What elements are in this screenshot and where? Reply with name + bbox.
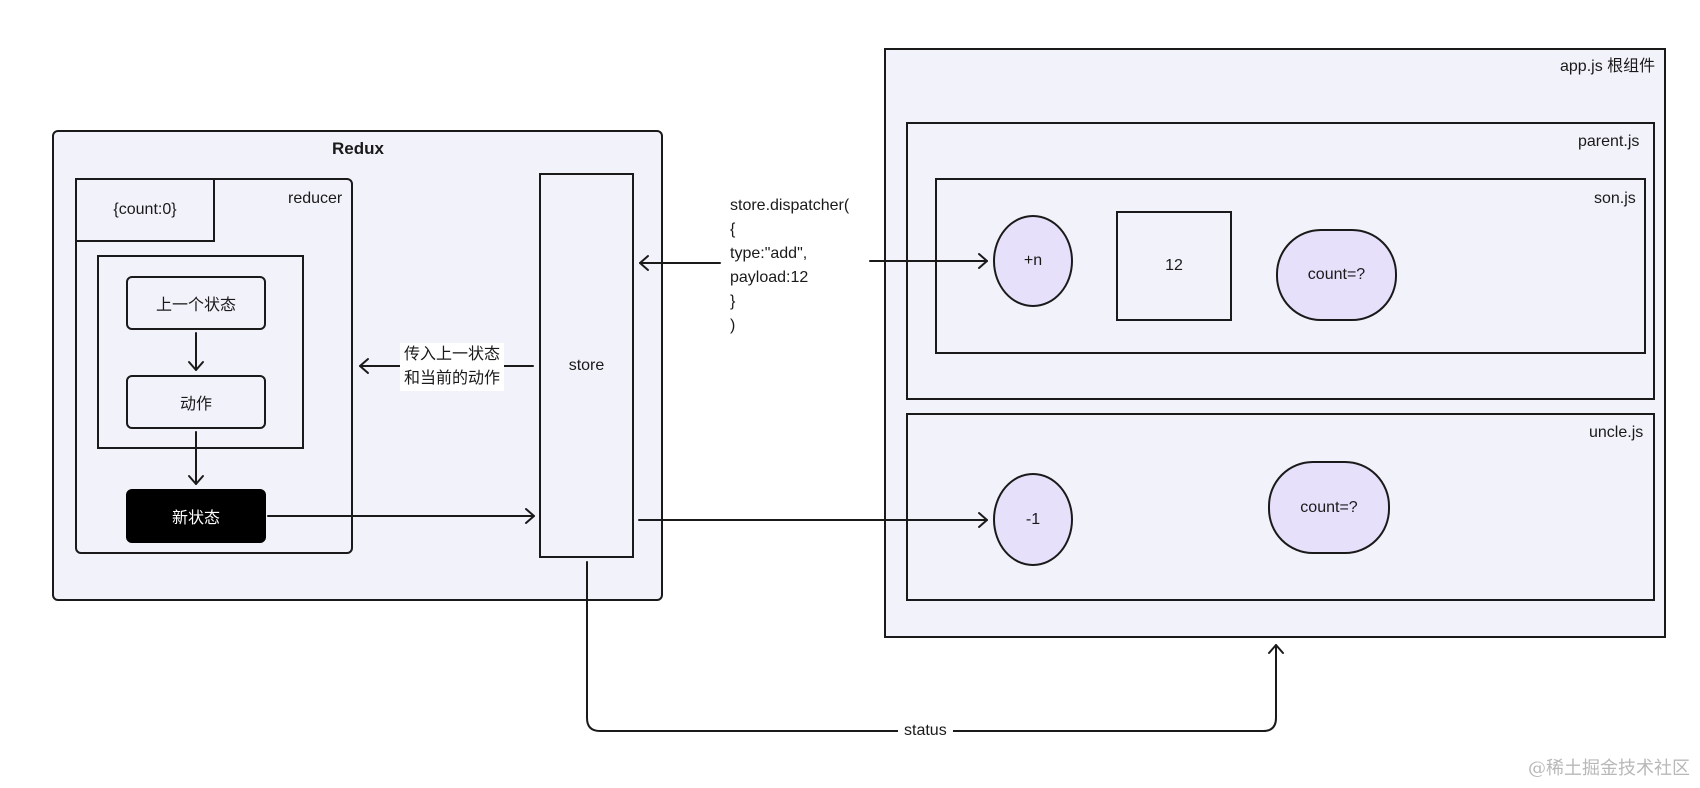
arrowhead-status-loop (1268, 644, 1284, 654)
arrowhead-store-to-uncle (978, 512, 988, 528)
arrowhead-prev-to-action (188, 361, 204, 371)
arrowhead-dispatch-to-store (639, 255, 649, 271)
status-label: status (898, 722, 953, 740)
action-text: 动作 (179, 396, 212, 413)
reducer-label: reducer (288, 190, 343, 207)
action-node: 动作 (126, 375, 266, 429)
son-add-text: +n (1023, 252, 1043, 269)
uncle-label: uncle.js (1589, 424, 1644, 441)
arrow-status-loop (586, 561, 1277, 732)
uncle-minus-text: -1 (1025, 510, 1041, 528)
store-node: store (539, 173, 634, 558)
prev-state-node: 上一个状态 (126, 276, 266, 330)
new-state-text: 新状态 (171, 510, 220, 527)
pass-note: 传入上一状态 和当前的动作 (400, 343, 505, 391)
new-state-node: 新状态 (126, 489, 266, 543)
son-payload-box: 12 (1116, 211, 1232, 321)
son-label: son.js (1594, 190, 1636, 207)
redux-title: Redux (332, 139, 384, 158)
son-add-button: +n (993, 215, 1073, 307)
son-payload-text: 12 (1165, 257, 1183, 274)
initial-state-box: {count:0} (75, 178, 215, 242)
arrowhead-new-to-store (525, 508, 535, 524)
uncle-count-text: count=? (1300, 498, 1358, 516)
parent-label: parent.js (1578, 133, 1640, 150)
initial-state-text: {count:0} (113, 201, 177, 218)
son-count-node: count=? (1276, 229, 1397, 321)
uncle-minus-button: -1 (993, 473, 1073, 566)
dispatch-code: store.dispatcher( { type:"add", payload:… (726, 194, 854, 338)
prev-state-text: 上一个状态 (155, 297, 236, 314)
uncle-count-node: count=? (1268, 461, 1390, 554)
arrowhead-dispatch-to-son (978, 253, 988, 269)
arrowhead-store-to-reducer (359, 358, 369, 374)
app-root-label: app.js 根组件 (1560, 58, 1656, 75)
watermark: @稀土掘金技术社区 (1528, 758, 1690, 779)
son-count-text: count=? (1307, 266, 1366, 283)
store-text: store (568, 356, 605, 374)
arrowhead-action-to-new (188, 475, 204, 485)
